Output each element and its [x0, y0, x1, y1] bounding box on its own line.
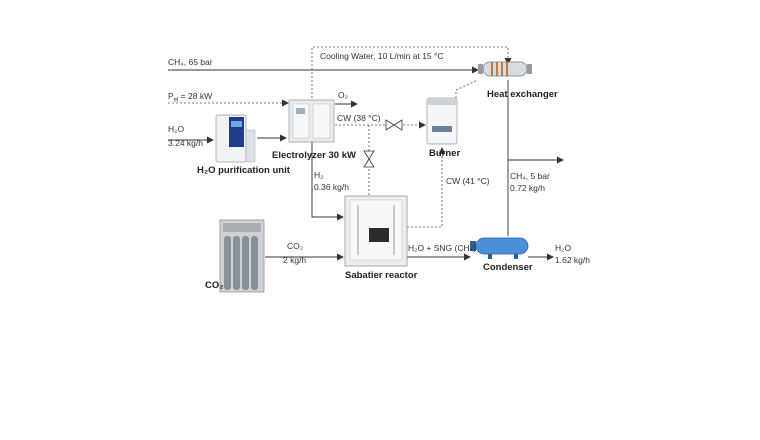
cw41-line [407, 147, 446, 228]
o2-label: O₂ [338, 90, 348, 100]
burner-icon [426, 97, 458, 145]
electrolyzer-label: Electrolyzer 30 kW [272, 150, 356, 161]
ch4-product-label: CH₄, 5 bar [510, 171, 550, 181]
heat-exchanger-label: Heat exchanger [487, 89, 558, 100]
h2-rate: 0.36 kg/h [314, 182, 349, 192]
electrolyzer-icon [288, 99, 335, 143]
h2o-feed-rate: 3.24 kg/h [168, 138, 203, 148]
valve-icon [385, 119, 395, 131]
h2o-out-rate: 1.62 kg/h [555, 255, 590, 265]
cw41-label: CW (41 °C) [446, 176, 490, 186]
burner-exhaust-line [455, 79, 479, 98]
h2-line [311, 142, 344, 221]
co2-stream-rate: 2 kg/h [283, 255, 307, 265]
cooling-water-line [311, 46, 512, 102]
co2-stream-label: CO₂ [287, 241, 304, 251]
h2-label: H₂ [314, 170, 324, 180]
h2o-sng-label: H₂O + SNG (CH₄) [408, 243, 476, 253]
co2-cylinder-rack-icon [219, 219, 265, 293]
purification-unit-icon [215, 114, 256, 163]
valve-icon [393, 119, 403, 131]
purification-unit-label: H₂O purification unit [197, 165, 290, 176]
ch4-product-rate: 0.72 kg/h [510, 183, 545, 193]
valve-icon [363, 158, 375, 168]
power-label: Pel = 28 kW [168, 91, 213, 104]
cw38-label: CW (38 °C) [337, 113, 381, 123]
heat-exchanger-icon [478, 61, 532, 77]
burner-label: Burner [429, 148, 461, 159]
h2o-feed-label: H₂O [168, 124, 185, 134]
co2-storage-label: CO₂ [205, 280, 224, 291]
h2o-out-label: H₂O [555, 243, 572, 253]
ch4-feed-label: CH₄, 65 bar [168, 57, 213, 67]
condenser-label: Condenser [483, 262, 533, 273]
sabatier-reactor-icon [344, 195, 408, 267]
cooling-water-label: Cooling Water, 10 L/min at 15 °C [320, 51, 444, 61]
valve-icon [363, 150, 375, 160]
condenser-icon [470, 237, 529, 259]
sabatier-reactor-label: Sabatier reactor [345, 270, 418, 281]
